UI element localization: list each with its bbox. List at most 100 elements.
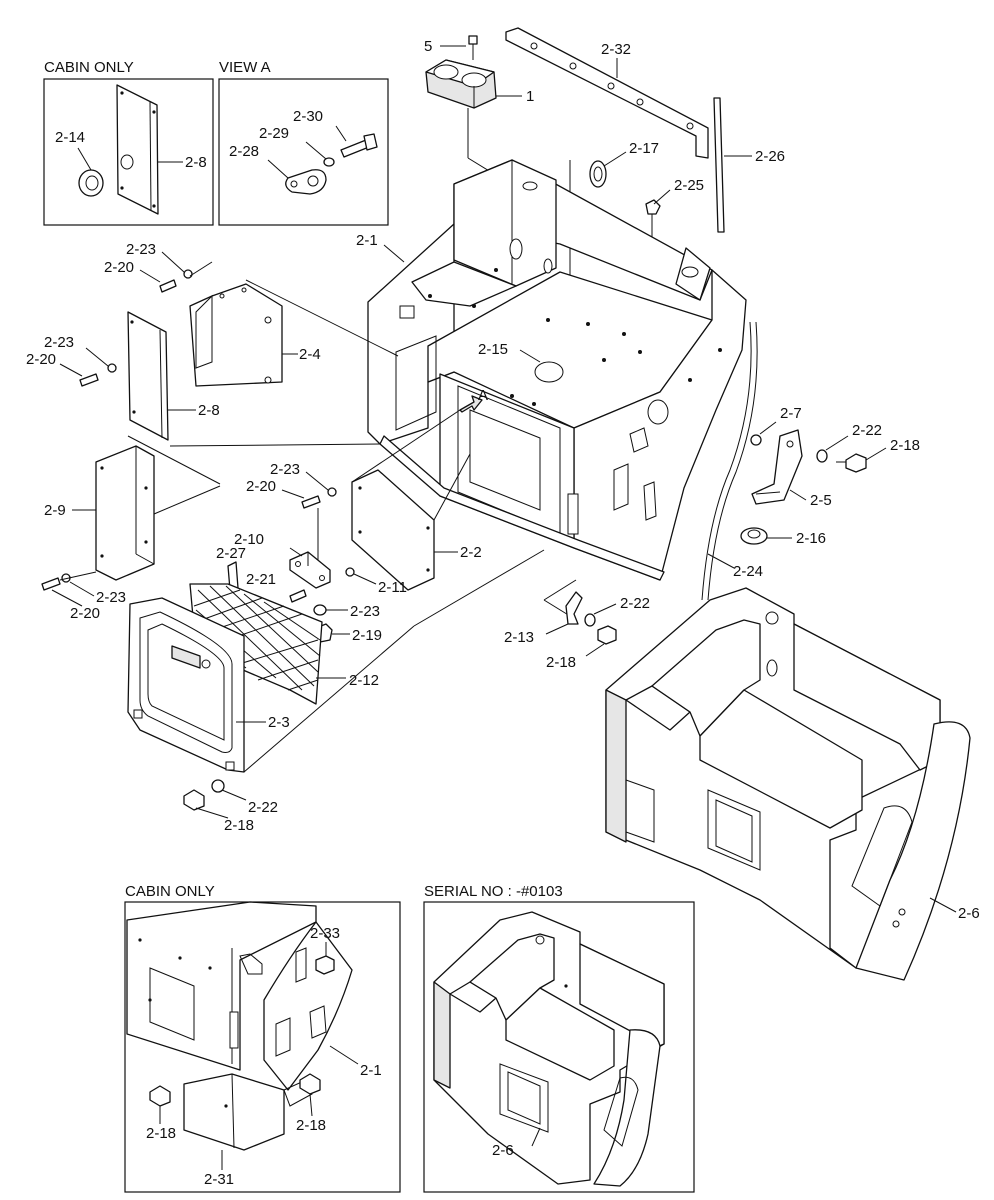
callout-2-22-b: 2-22	[620, 595, 650, 612]
screw-part	[468, 35, 478, 45]
callout-2-20-a: 2-20	[104, 259, 134, 276]
panel-2-4	[189, 283, 283, 387]
bolt-part	[41, 577, 61, 591]
bolt-part	[597, 625, 617, 645]
bracket-part	[565, 591, 583, 625]
callout-2-2: 2-2	[460, 544, 482, 561]
callout-2-20-c: 2-20	[70, 605, 100, 622]
callout-2-10: 2-10	[234, 531, 264, 548]
door-panel-2-3: 2-3 2-22 2-18	[127, 549, 545, 834]
callout-2-33: 2-33	[310, 925, 340, 942]
callout-2-4: 2-4	[299, 346, 321, 363]
callout-2-17: 2-17	[629, 140, 659, 157]
inset-cabin-only-bottom: CABIN ONLY 2-33 2-1 2-18 2-18 2-31	[124, 883, 401, 1193]
inset-title-cabin-only: CABIN ONLY	[44, 59, 134, 76]
callout-2-5: 2-5	[810, 492, 832, 509]
callout-2-12: 2-12	[349, 672, 379, 689]
callout-2-27: 2-27	[216, 545, 246, 562]
washer-part	[345, 567, 355, 577]
bracket-2-5-cluster: 2-7 2-5 2-22 2-18 2-16	[740, 405, 920, 547]
callout-2-20-b: 2-20	[26, 351, 56, 368]
callout-2-32: 2-32	[601, 41, 631, 58]
inset-serial-no: SERIAL NO : -#0103 2-6	[423, 883, 695, 1193]
callout-2-20-d: 2-20	[246, 478, 276, 495]
callout-2-18-b: 2-18	[546, 654, 576, 671]
callout-2-29: 2-29	[259, 125, 289, 142]
washer-part	[327, 487, 337, 497]
frame-corner-part	[126, 901, 317, 1071]
washer-part	[107, 363, 117, 373]
bolt-part	[79, 373, 99, 387]
callout-2-18-a: 2-18	[890, 437, 920, 454]
callout-2-23-b: 2-23	[44, 334, 74, 351]
view-a-arrow	[459, 395, 483, 413]
door-panel-part	[127, 597, 245, 773]
callout-2-23-d: 2-23	[270, 461, 300, 478]
callout-2-28: 2-28	[229, 143, 259, 160]
bolt-part	[301, 495, 321, 509]
callout-2-13: 2-13	[504, 629, 534, 646]
callout-2-9: 2-9	[44, 502, 66, 519]
callout-2-19: 2-19	[352, 627, 382, 644]
cover-plate-2-2	[351, 469, 435, 591]
door-handle	[171, 645, 201, 669]
washer-part	[313, 604, 327, 616]
bracket-plate-part	[116, 84, 159, 215]
callout-2-15: 2-15	[478, 341, 508, 358]
callout-1: 1	[526, 88, 534, 105]
bolt-part	[315, 955, 335, 975]
seal-strip-part	[701, 321, 752, 601]
left-panels: 2-23 2-20 2-4 2-23 2-20 2-8 2-9	[26, 241, 321, 622]
inset-view-a: VIEW A 2-30 2-29 2-28	[218, 59, 389, 226]
callout-2-23-a: 2-23	[126, 241, 156, 258]
main-frame-assembly: A 2-15 2-1	[169, 159, 747, 581]
washer-part	[323, 157, 335, 167]
inset-cabin-only-top: CABIN ONLY 2-14 2-8	[43, 59, 214, 226]
bolt-part	[159, 279, 177, 293]
callout-2-1-inset: 2-1	[360, 1062, 382, 1079]
callout-5: 5	[424, 38, 432, 55]
angle-2-9	[95, 445, 155, 581]
callout-2-25: 2-25	[674, 177, 704, 194]
callout-2-18-c: 2-18	[224, 817, 254, 834]
bracket-part	[751, 429, 803, 505]
washer-part	[183, 269, 193, 279]
nut-part	[645, 199, 661, 215]
callout-2-18-e: 2-18	[296, 1117, 326, 1134]
callout-2-24: 2-24	[733, 563, 763, 580]
callout-2-16: 2-16	[796, 530, 826, 547]
inset-frame	[423, 901, 695, 1193]
washer-part	[816, 449, 828, 463]
callout-2-14: 2-14	[55, 129, 85, 146]
view-a-label: A	[478, 387, 488, 404]
callout-2-23-c: 2-23	[96, 589, 126, 606]
callout-2-6-main: 2-6	[958, 905, 980, 922]
callout-2-21: 2-21	[246, 571, 276, 588]
clip-part	[285, 169, 327, 195]
callout-2-6-inset: 2-6	[492, 1142, 514, 1159]
trim-bar-part	[505, 27, 709, 159]
floor-opening	[534, 361, 564, 383]
top-parts: 5 1 2-32 2-26 2-17 2-25	[424, 27, 785, 276]
bolt-part	[299, 1073, 321, 1095]
large-cover-2-6: 2-6	[605, 587, 980, 981]
frame-tower	[453, 159, 557, 287]
callout-2-22-c: 2-22	[248, 799, 278, 816]
inset-frame	[43, 78, 214, 226]
bracket-2-10	[289, 551, 331, 589]
bracket-2-13-cluster: 2-22 2-18 2-13	[504, 579, 650, 671]
callout-2-8: 2-8	[198, 402, 220, 419]
callout-2-3: 2-3	[268, 714, 290, 731]
washer-part	[211, 779, 225, 793]
bolt-part	[149, 1085, 171, 1107]
seal-strip-part	[713, 97, 725, 233]
callout-2-1: 2-1	[356, 232, 378, 249]
plate-2-8	[127, 311, 169, 441]
callout-2-26: 2-26	[755, 148, 785, 165]
callout-2-18-d: 2-18	[146, 1125, 176, 1142]
inset-frame	[124, 901, 401, 1193]
callout-2-23-e: 2-23	[350, 603, 380, 620]
inset-title-serial-no: SERIAL NO : -#0103	[424, 883, 563, 900]
callout-2-8-inset: 2-8	[185, 154, 207, 171]
